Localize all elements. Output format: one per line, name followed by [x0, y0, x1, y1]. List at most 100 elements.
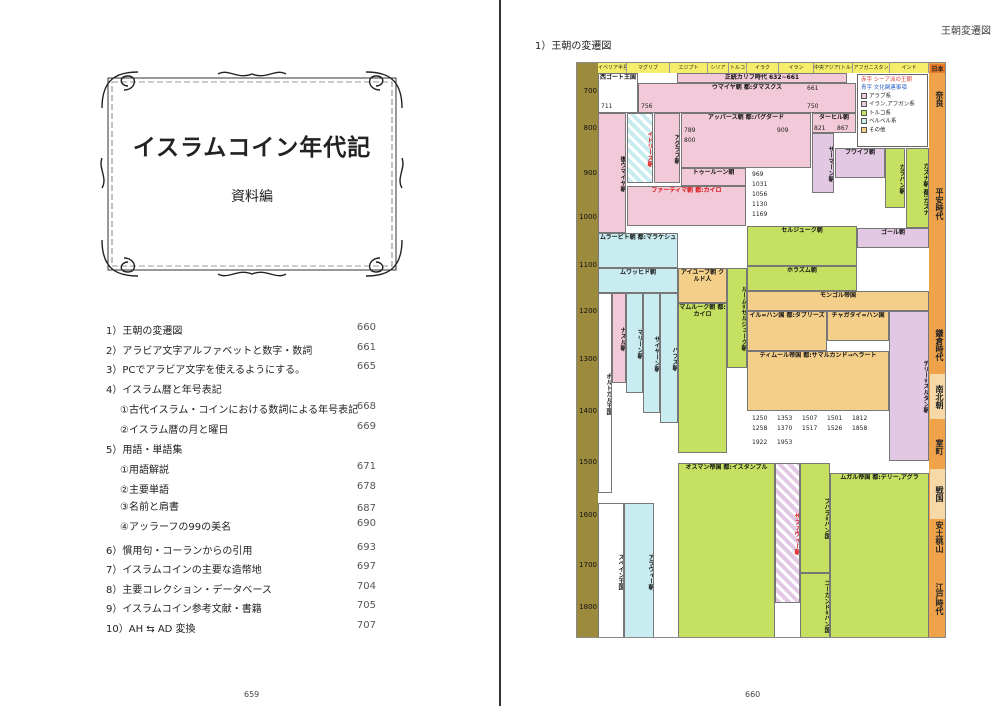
book-subtitle: 資料編 — [231, 189, 273, 205]
column-header: インド — [890, 63, 929, 73]
column-header: シリア — [708, 63, 729, 73]
toc-entry[interactable]: 6）慣用句・コーランからの引用 693 — [106, 542, 376, 557]
dynasty-block: 正統カリフ時代 632~661 — [677, 73, 847, 83]
year-label: 1526 — [827, 425, 843, 432]
dynasty-chart: 日本奈良平安時代鎌倉時代南北朝室町戦国安土桃山江戸時代 イベリア半島マグリブエジ… — [576, 62, 946, 638]
year-label: 1250 — [752, 415, 768, 422]
toc-entry[interactable]: 5）用語・単語集 — [106, 441, 376, 456]
toc-label: 7）イスラムコインの主要な造幣地 — [106, 565, 262, 576]
year-tick: 1500 — [579, 458, 597, 466]
toc-page: 690 — [356, 518, 376, 529]
year-label: 1370 — [777, 425, 793, 432]
year-tick: 800 — [583, 124, 597, 132]
dynasty-block: 後ウマイヤ朝 — [598, 113, 626, 233]
toc-page: 660 — [356, 322, 376, 333]
year-label: 789 — [684, 127, 696, 134]
dynasty-block: ブハラ=ハン国 — [800, 463, 830, 573]
column-header: エジプト — [670, 63, 708, 73]
japan-era: 平安時代 — [935, 188, 944, 220]
year-label: 867 — [837, 125, 849, 132]
toc-page: 661 — [356, 342, 376, 353]
toc-label: 8）主要コレクション・データベース — [106, 585, 272, 596]
year-axis — [577, 63, 598, 637]
dynasty-block: トゥールーン朝 — [681, 168, 746, 186]
toc-entry[interactable]: ④アッラーフの99の美名 690 — [106, 518, 376, 533]
year-label: 1169 — [752, 211, 768, 218]
toc-label: 6）慣用句・コーランからの引用 — [106, 546, 253, 557]
toc-page: 678 — [356, 481, 376, 492]
toc-entry[interactable]: 9）イスラムコイン参考文献・書籍 705 — [106, 600, 376, 615]
column-header: トルコ — [729, 63, 747, 73]
legend-label: ベルベル系 — [869, 118, 897, 125]
year-tick: 1000 — [579, 213, 597, 221]
column-header: 中央アジア(トルキスタン) — [814, 63, 853, 73]
year-label: 1258 — [752, 425, 768, 432]
toc-page: 707 — [356, 620, 376, 631]
toc-entry[interactable]: 8）主要コレクション・データベース 704 — [106, 581, 376, 596]
page-divider — [499, 0, 501, 706]
toc-label: 9）イスラムコイン参考文献・書籍 — [106, 604, 262, 615]
year-tick: 900 — [583, 169, 597, 177]
dynasty-block: サーマーン朝 — [812, 133, 834, 193]
book-title: イスラムコイン年代記 — [132, 135, 372, 161]
dynasty-block: マムルーク朝 都:カイロ — [678, 303, 727, 453]
toc-label: ①用語解説 — [120, 465, 169, 476]
page-number: 660 — [745, 690, 761, 699]
year-label: 661 — [807, 85, 819, 92]
column-header: マグリブ — [627, 63, 670, 73]
dynasty-block: マリーン朝 — [626, 293, 643, 393]
legend-item: トルコ系 — [861, 109, 924, 118]
toc-label: 5）用語・単語集 — [106, 445, 183, 456]
year-label: 1031 — [752, 181, 768, 188]
year-label: 1507 — [802, 415, 818, 422]
year-label: 711 — [601, 103, 613, 110]
toc-label: ①古代イスラム・コインにおける数詞による年号表記 — [120, 405, 359, 416]
toc-label: 10）AH ⇆ AD 変換 — [106, 624, 196, 635]
japan-era-column: 日本奈良平安時代鎌倉時代南北朝室町戦国安土桃山江戸時代 — [929, 63, 945, 637]
toc-page: 687 — [356, 503, 376, 514]
year-tick: 1600 — [579, 511, 597, 519]
legend-item: イラン,アフガン系 — [861, 101, 924, 109]
dynasty-block: ホラズム朝 — [747, 266, 857, 291]
toc-page: 669 — [356, 421, 376, 432]
dynasty-block: ザイヤーン朝 — [643, 293, 660, 413]
toc-page: 705 — [356, 600, 376, 611]
dynasty-block: ムワッヒド朝 — [598, 268, 678, 293]
toc-label: ④アッラーフの99の美名 — [120, 522, 232, 533]
dynasty-block: ゴール朝 — [857, 228, 929, 248]
column-header: アフガニスタン — [853, 63, 890, 73]
legend-swatch — [861, 101, 867, 108]
toc-label: ③名前と肩書 — [120, 502, 179, 513]
dynasty-block: ムラービト朝 都:マラケシュ — [598, 233, 678, 268]
year-label: 1858 — [852, 425, 868, 432]
dynasty-block: ガズナ朝 都:ガズナ — [906, 148, 929, 228]
legend-swatch — [861, 118, 867, 125]
toc-entry[interactable]: 3）PCでアラビア文字を使えるようにする。665 — [106, 361, 376, 376]
legend-note-red: 赤字 シーア派の王朝 — [861, 77, 913, 83]
year-tick: 1100 — [579, 261, 597, 269]
toc-page: 704 — [356, 581, 376, 592]
toc-entry[interactable]: 4）イスラム暦と年号表記 — [106, 381, 376, 396]
toc-page: 693 — [356, 542, 376, 553]
dynasty-block: アッバース朝 都:バグダード — [681, 113, 811, 168]
ornamental-frame — [100, 71, 404, 277]
toc-entry[interactable]: ③名前と肩書 687 — [106, 498, 376, 514]
year-label: 1056 — [752, 191, 768, 198]
dynasty-block: オスマン帝国 都:イスタンブル — [678, 463, 775, 637]
dynasty-block: アラウィー朝 — [624, 503, 654, 637]
japan-era: 戦国 — [930, 469, 945, 519]
japan-era: 奈良 — [935, 91, 944, 107]
legend-swatch — [861, 92, 867, 99]
legend-note-blue: 青字 文化関連事項 — [861, 84, 907, 91]
chart-legend: 赤字 シーア派の王朝青字 文化関連事項アラブ系イラン,アフガン系トルコ系ベルベル… — [857, 74, 928, 147]
toc-entry[interactable]: 10）AH ⇆ AD 変換 707 — [106, 620, 376, 635]
dynasty-block: ターヒル朝 — [812, 113, 856, 133]
